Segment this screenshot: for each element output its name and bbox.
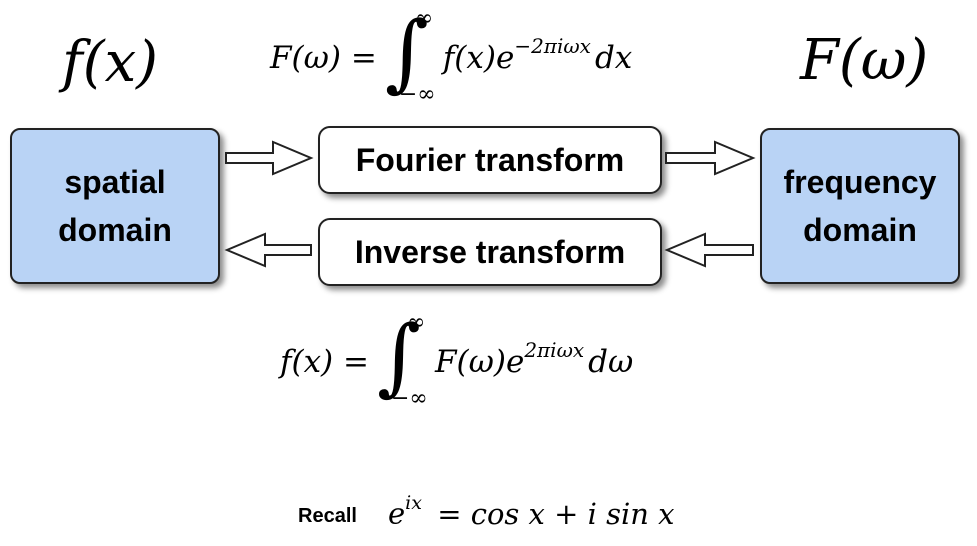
euler-formula: eix = cos x + i sin x: [388, 492, 675, 531]
forward-differential: dx: [594, 40, 633, 76]
frequency-domain-line1: frequency: [783, 164, 937, 200]
spatial-function-symbol: f(x): [62, 30, 159, 95]
inverse-transform-label: Inverse transform: [354, 233, 626, 270]
inverse-exponent: 2πiωx: [524, 338, 585, 362]
spatial-to-fourier-arrow-icon: [225, 140, 314, 176]
frequency-domain-box: frequency domain: [760, 128, 960, 284]
forward-integral-upper: ∞: [414, 6, 434, 31]
forward-equation-lhs: F(ω) =: [270, 40, 377, 76]
forward-integral-sign: ∫ ∞ −∞: [384, 3, 436, 107]
euler-exponent: ix: [405, 492, 422, 514]
spatial-domain-line1: spatial: [64, 164, 166, 200]
frequency-to-inverse-arrow-icon: [664, 232, 754, 268]
inverse-to-spatial-arrow-icon: [224, 232, 312, 268]
spatial-domain-line2: domain: [58, 212, 172, 248]
inverse-equation-lhs: f(x) =: [280, 344, 369, 380]
inverse-integral-lower: −∞: [390, 386, 428, 411]
inverse-transform-box: Inverse transform: [318, 218, 662, 286]
inverse-integral-sign: ∫ ∞ −∞: [376, 307, 428, 411]
euler-base: e: [388, 496, 406, 531]
frequency-domain-line2: domain: [803, 212, 917, 248]
frequency-function-symbol: F(ω): [800, 28, 929, 93]
recall-label: Recall: [298, 505, 357, 527]
fourier-transform-label: Fourier transform: [355, 141, 625, 178]
forward-integrand: f(x)e: [442, 40, 515, 76]
euler-rhs: = cos x + i sin x: [437, 496, 675, 531]
inverse-differential: dω: [588, 344, 634, 380]
inverse-integral-upper: ∞: [406, 310, 426, 335]
spatial-domain-box: spatial domain: [10, 128, 220, 284]
forward-integral-lower: −∞: [398, 82, 436, 107]
forward-exponent: −2πiωx: [514, 34, 591, 58]
fourier-to-frequency-arrow-icon: [665, 140, 756, 176]
inverse-integrand: F(ω)e: [434, 344, 525, 380]
fourier-transform-box: Fourier transform: [318, 126, 662, 194]
